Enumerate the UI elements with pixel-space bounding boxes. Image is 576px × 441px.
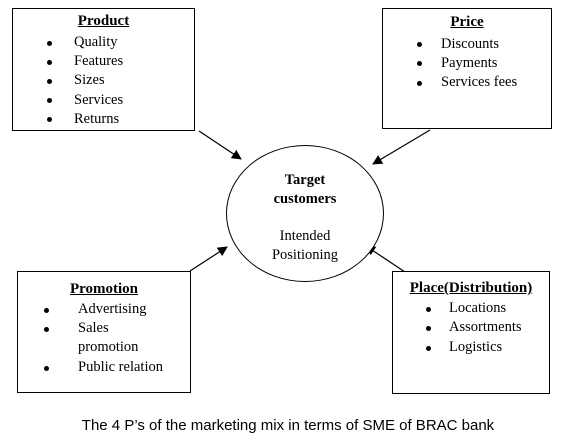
bullet-icon bbox=[426, 326, 431, 331]
arrow-product-to-target bbox=[198, 130, 242, 160]
bullet-icon bbox=[47, 98, 52, 103]
arrow-promotion-to-target bbox=[189, 246, 228, 272]
price-box: Price Discounts Payments Services fees bbox=[382, 8, 552, 129]
promotion-item-sales: Sales bbox=[78, 320, 109, 336]
center-sub-line2: Positioning bbox=[271, 247, 339, 263]
place-title: Place(Distribution) bbox=[409, 280, 533, 296]
bullet-icon bbox=[426, 307, 431, 312]
bullet-icon bbox=[44, 308, 49, 313]
target-customers-circle bbox=[226, 145, 384, 282]
place-item-logistics: Logistics bbox=[449, 339, 503, 355]
product-item-quality: Quality bbox=[74, 34, 118, 50]
bullet-icon bbox=[417, 61, 422, 66]
place-item-assortments: Assortments bbox=[449, 319, 522, 335]
product-title: Product bbox=[77, 13, 130, 29]
product-item-sizes: Sizes bbox=[74, 72, 105, 88]
price-item-payments: Payments bbox=[441, 55, 498, 71]
promotion-item-public-relation: Public relation bbox=[78, 359, 163, 375]
promotion-box: Promotion Advertising Sales promotion Pu… bbox=[17, 271, 191, 393]
bullet-icon bbox=[47, 117, 52, 122]
place-box: Place(Distribution) Locations Assortment… bbox=[392, 271, 550, 394]
bullet-icon bbox=[417, 42, 422, 47]
bullet-icon bbox=[417, 81, 422, 86]
price-item-discounts: Discounts bbox=[441, 36, 499, 52]
place-item-locations: Locations bbox=[449, 300, 507, 316]
bullet-icon bbox=[44, 327, 49, 332]
bullet-icon bbox=[44, 366, 49, 371]
arrow-place-to-target bbox=[365, 245, 406, 273]
promotion-item-promotion: promotion bbox=[78, 339, 139, 355]
promotion-item-advertising: Advertising bbox=[78, 301, 147, 317]
center-title-line2: customers bbox=[273, 191, 337, 207]
bullet-icon bbox=[47, 41, 52, 46]
price-title: Price bbox=[450, 14, 484, 30]
product-item-features: Features bbox=[74, 53, 124, 69]
center-title-line1: Target bbox=[284, 172, 326, 188]
price-item-services-fees: Services fees bbox=[441, 74, 518, 90]
center-sub-line1: Intended bbox=[279, 228, 331, 244]
figure-caption: The 4 P’s of the marketing mix in terms … bbox=[81, 417, 495, 434]
promotion-title: Promotion bbox=[69, 281, 139, 297]
bullet-icon bbox=[47, 60, 52, 65]
product-item-services: Services bbox=[74, 92, 124, 108]
product-item-returns: Returns bbox=[74, 111, 120, 127]
product-box: Product Quality Features Sizes Services … bbox=[12, 8, 195, 131]
arrow-price-to-target bbox=[372, 129, 431, 165]
bullet-icon bbox=[426, 346, 431, 351]
bullet-icon bbox=[47, 79, 52, 84]
